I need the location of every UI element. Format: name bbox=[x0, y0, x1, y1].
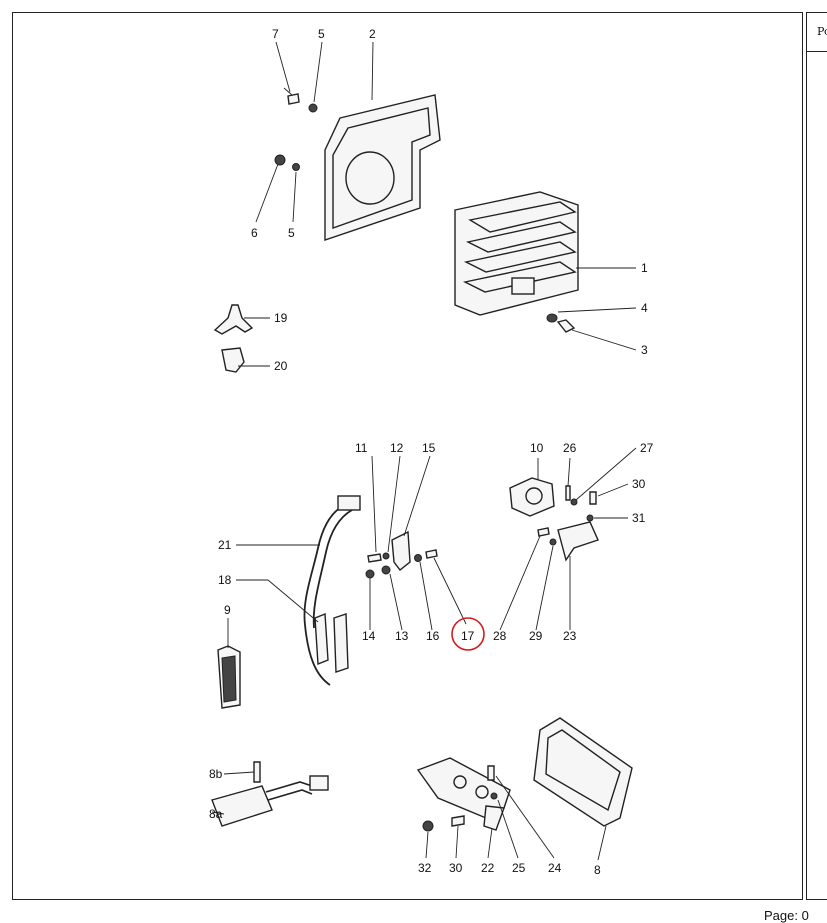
callout-18: 18 bbox=[218, 573, 232, 587]
part-28-screw bbox=[537, 527, 550, 537]
leader-lines bbox=[211, 41, 637, 861]
callout-4: 4 bbox=[641, 301, 648, 315]
callout-23: 23 bbox=[563, 629, 577, 643]
callout-3: 3 bbox=[641, 343, 648, 357]
part-22-bracket-plate bbox=[416, 757, 511, 831]
part-31-washer bbox=[586, 514, 594, 522]
callout-31: 31 bbox=[632, 511, 646, 525]
part-26-screw bbox=[565, 485, 571, 501]
part-18-connector-strip bbox=[314, 612, 349, 673]
callout-26: 26 bbox=[563, 441, 577, 455]
part-17-screw bbox=[425, 549, 438, 559]
part-29-washer bbox=[549, 538, 557, 546]
part-23-switch-bracket bbox=[557, 521, 599, 562]
part-15-small-bracket bbox=[391, 530, 411, 571]
part-8b-screw bbox=[253, 761, 261, 783]
callout-16: 16 bbox=[426, 629, 440, 643]
callout-25: 25 bbox=[512, 861, 526, 875]
part-4-washer bbox=[546, 313, 558, 323]
callout-8a: 8a bbox=[209, 807, 223, 821]
callout-30-top: 30 bbox=[632, 477, 646, 491]
callout-22: 22 bbox=[481, 861, 495, 875]
part-7-screw bbox=[283, 87, 300, 105]
callout-12: 12 bbox=[390, 441, 404, 455]
part-21-wiring-harness bbox=[303, 495, 361, 686]
part-24-screw bbox=[487, 765, 495, 781]
part-1-finned-regulator bbox=[454, 191, 579, 316]
part-20-clip bbox=[221, 347, 245, 373]
part-12-washer bbox=[382, 552, 390, 560]
callout-32: 32 bbox=[418, 861, 432, 875]
callout-24: 24 bbox=[548, 861, 562, 875]
callout-28: 28 bbox=[493, 629, 507, 643]
callout-20: 20 bbox=[274, 359, 288, 373]
side-panel: Po bbox=[806, 12, 827, 900]
part-19-mount-bracket bbox=[213, 304, 254, 335]
callout-labels: 7 5 2 6 5 1 4 3 19 20 11 12 15 10 26 27 … bbox=[209, 27, 654, 877]
callout-15: 15 bbox=[422, 441, 436, 455]
part-25-washer bbox=[490, 792, 498, 800]
callout-17: 17 bbox=[461, 629, 475, 643]
callout-19: 19 bbox=[274, 311, 288, 325]
part-13-spring bbox=[381, 565, 391, 575]
callout-7: 7 bbox=[272, 27, 279, 41]
part-6-nut bbox=[274, 154, 286, 166]
part-14-nut bbox=[365, 569, 375, 579]
part-32-nut bbox=[422, 820, 434, 832]
part-2-cover-plate bbox=[324, 94, 441, 241]
callout-5-top: 5 bbox=[318, 27, 325, 41]
part-27-washer bbox=[570, 498, 578, 506]
part-16-washer bbox=[414, 554, 422, 562]
part-10-switch bbox=[509, 477, 555, 517]
part-30-screw-top bbox=[589, 491, 597, 505]
callout-30-bottom: 30 bbox=[449, 861, 463, 875]
callout-2: 2 bbox=[369, 27, 376, 41]
part-3-bolt bbox=[556, 319, 576, 333]
part-5-washer-bottom bbox=[292, 163, 300, 171]
callout-27: 27 bbox=[640, 441, 654, 455]
highlight-circle bbox=[451, 617, 485, 651]
callout-11: 11 bbox=[355, 441, 368, 455]
callout-14: 14 bbox=[362, 629, 376, 643]
part-30-screw-bottom bbox=[451, 815, 465, 827]
part-8-module bbox=[533, 717, 633, 827]
callout-6: 6 bbox=[251, 226, 258, 240]
callout-10: 10 bbox=[530, 441, 544, 455]
part-8a-sensor-unit bbox=[211, 775, 329, 827]
callout-13: 13 bbox=[395, 629, 409, 643]
callout-5-bottom: 5 bbox=[288, 226, 295, 240]
side-panel-header-text: Po bbox=[817, 25, 827, 38]
callout-1: 1 bbox=[641, 261, 648, 275]
part-11-screw bbox=[367, 553, 382, 563]
page-footer: Page: 0 bbox=[764, 908, 809, 923]
part-5-washer-top bbox=[308, 103, 318, 113]
part-9-guide-rail bbox=[217, 645, 241, 709]
callout-29: 29 bbox=[529, 629, 543, 643]
callout-8: 8 bbox=[594, 863, 601, 877]
side-panel-header: Po bbox=[807, 13, 827, 52]
callout-9: 9 bbox=[224, 603, 231, 617]
callout-8b: 8b bbox=[209, 767, 223, 781]
callout-21: 21 bbox=[218, 538, 232, 552]
